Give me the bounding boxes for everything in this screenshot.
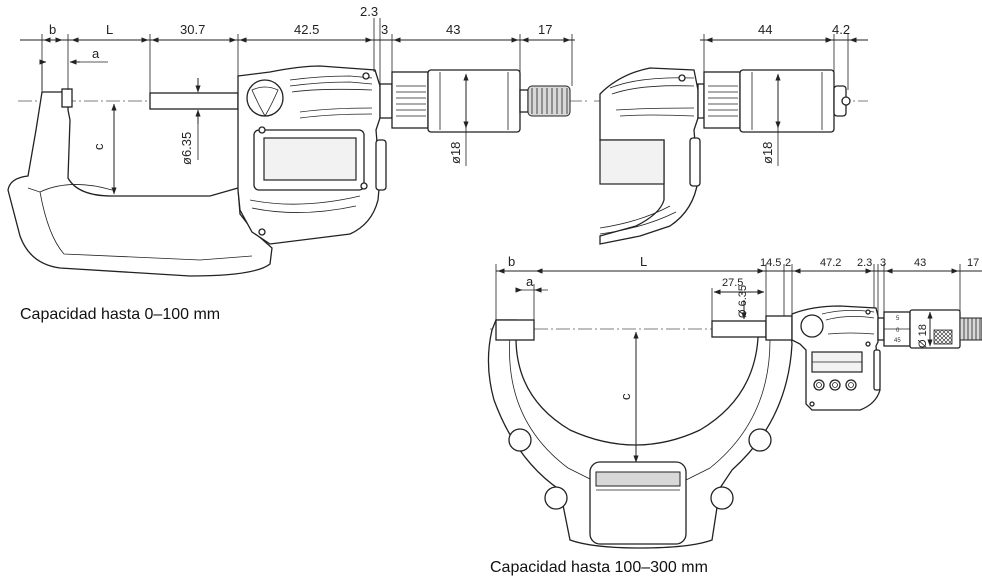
dim-2: 2 [785, 257, 791, 269]
dim-c-top: c [91, 143, 106, 150]
scale-0: 0 [896, 328, 900, 334]
scale-45: 45 [894, 338, 901, 344]
large-anvil [495, 319, 535, 341]
large-ratchet [959, 317, 982, 341]
dim-phi-18-large: Ø 18 [917, 324, 929, 348]
dim-43-top: 43 [446, 22, 460, 37]
dim-43-large: 43 [914, 257, 926, 269]
dim-a-large: a [526, 274, 534, 289]
partial-body [599, 67, 699, 245]
button-1 [813, 379, 825, 391]
frame-hole-2 [544, 486, 568, 510]
dim-b-large: b [508, 254, 515, 269]
small-sleeve [391, 71, 429, 129]
dim-14-5: 14.5 [760, 257, 781, 269]
small-ratchet [527, 85, 571, 117]
partial-view-drawing: 44 4.2 ø18 [594, 22, 868, 245]
caption-large: Capacidad hasta 100–300 mm [490, 559, 708, 576]
dim-17-top: 17 [538, 22, 552, 37]
frame-label-plate [595, 471, 681, 487]
small-micrometer-drawing: b L 30.7 42.5 2.3 3 43 17 a c ø6.35 ø18 … [7, 4, 590, 323]
large-micrometer-drawing: 5 0 45 b L 14.5 2 47.2 2.3 3 43 17 [487, 254, 982, 576]
dim-3-top: 3 [381, 22, 388, 37]
button-3 [845, 379, 857, 391]
dim-4-2: 4.2 [832, 22, 850, 37]
dim-phi-6-35-large: Ø 6.35 [737, 285, 749, 318]
dim-27-5: 27.5 [722, 277, 743, 289]
dim-phi-18-partial: ø18 [760, 142, 775, 164]
dim-3-large: 3 [880, 257, 886, 269]
dim-c-large: c [618, 393, 633, 400]
small-anvil [61, 88, 73, 108]
dim-phi-6-35-top: ø6.35 [179, 132, 194, 165]
dim-42-5: 42.5 [294, 22, 319, 37]
frame-hole-1 [508, 428, 532, 452]
dim-phi-18-top: ø18 [448, 142, 463, 164]
small-display [263, 137, 357, 181]
dim-2-3-large: 2.3 [857, 257, 872, 269]
large-spindle [711, 320, 767, 338]
frame-hole-3 [710, 486, 734, 510]
dim-L-large: L [640, 254, 647, 269]
small-spindle [149, 92, 239, 110]
dim-44: 44 [758, 22, 772, 37]
partial-display [599, 139, 665, 185]
caption-small: Capacidad hasta 0–100 mm [20, 306, 220, 323]
dim-2-3-top: 2.3 [360, 4, 378, 19]
partial-thimble [739, 69, 835, 133]
frame-hole-4 [748, 428, 772, 452]
small-thimble [427, 69, 521, 133]
dim-a-top: a [92, 46, 100, 61]
dim-b-top: b [49, 22, 56, 37]
dim-30-7: 30.7 [180, 22, 205, 37]
small-frame [7, 91, 273, 277]
dim-L-top: L [106, 22, 113, 37]
button-2 [829, 379, 841, 391]
dim-47-2: 47.2 [820, 257, 841, 269]
dim-17-large: 17 [967, 257, 979, 269]
scale-5: 5 [896, 316, 900, 322]
